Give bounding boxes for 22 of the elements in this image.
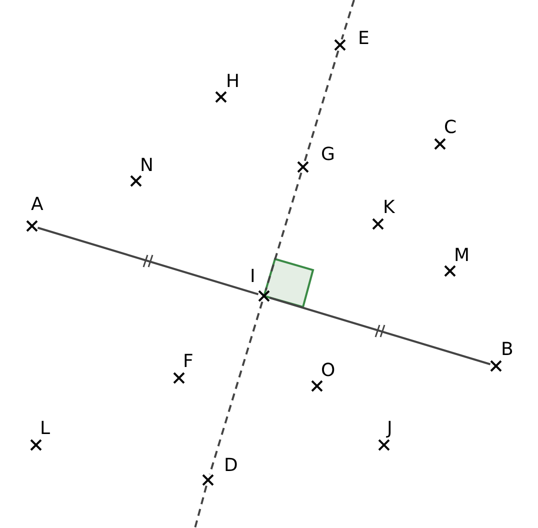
point-label: H	[226, 72, 240, 92]
point-label: L	[40, 419, 50, 439]
dashed-line	[194, 486, 208, 528]
point-label: G	[321, 145, 335, 165]
point-label: B	[501, 340, 514, 360]
point-label: O	[321, 361, 336, 381]
line-segment	[269, 296, 491, 366]
dashed-line	[264, 172, 302, 291]
dashed-line	[304, 50, 340, 162]
point-label: N	[140, 156, 154, 176]
line-segment	[37, 226, 259, 296]
point-label: K	[383, 198, 395, 218]
point-label: A	[31, 195, 44, 215]
dashed-line	[208, 301, 264, 475]
dashed-line	[340, 0, 355, 40]
point-label: M	[454, 246, 470, 266]
point-label: I	[250, 267, 256, 287]
point-label: E	[358, 29, 370, 49]
point-label: J	[387, 419, 392, 439]
point-label: C	[444, 118, 457, 138]
point-label: F	[183, 352, 194, 372]
point-label: D	[224, 456, 238, 476]
